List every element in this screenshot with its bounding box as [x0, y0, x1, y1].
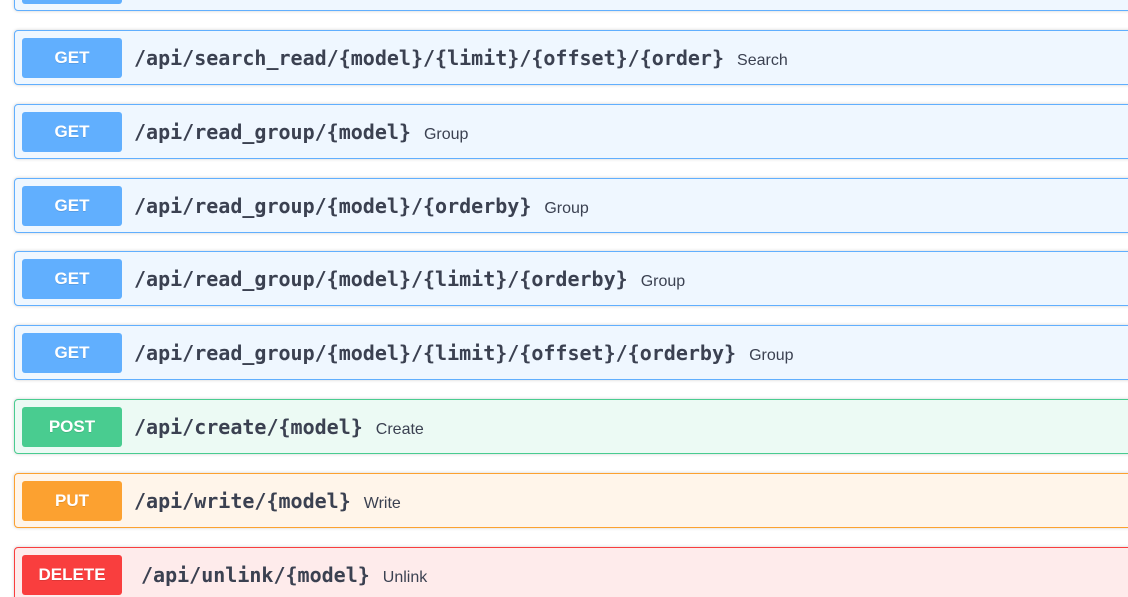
operation-path[interactable]: /api/unlink/{model}	[141, 563, 370, 587]
method-badge[interactable]	[22, 0, 122, 4]
operation-summary: Write	[363, 495, 401, 512]
operation-path[interactable]: /api/create/{model}	[134, 415, 363, 439]
operation-path-container[interactable]: /api/search_read/{model}/{limit}/{offset…	[134, 46, 788, 70]
method-badge-post[interactable]: POST	[22, 407, 122, 447]
method-badge-get[interactable]: GET	[22, 333, 122, 373]
operation-block-partial[interactable]	[14, 0, 1128, 11]
operation-summary: Group	[749, 347, 794, 364]
method-badge-delete[interactable]: DELETE	[22, 555, 122, 595]
method-badge-get[interactable]: GET	[22, 259, 122, 299]
operation-path-container[interactable]: /api/read_group/{model} Group	[134, 120, 468, 144]
operation-summary: Group	[640, 273, 686, 290]
operation-path[interactable]: /api/read_group/{model}/{orderby}	[134, 194, 532, 218]
operation-path[interactable]: /api/search_read/{model}/{limit}/{offset…	[134, 46, 725, 70]
operation-path-container[interactable]: /api/unlink/{model} Unlink	[141, 563, 427, 587]
operation-path-container[interactable]: /api/read_group/{model}/{orderby} Group	[134, 194, 589, 218]
operation-summary: Group	[544, 200, 589, 217]
operation-post[interactable]: POST/api/create/{model} Create	[14, 399, 1128, 454]
operation-summary: Create	[375, 421, 424, 438]
operation-path[interactable]: /api/write/{model}	[134, 489, 351, 513]
operation-summary: Search	[737, 52, 788, 69]
method-badge-get[interactable]: GET	[22, 186, 122, 226]
operation-summary: Unlink	[382, 569, 428, 586]
operation-path[interactable]: /api/read_group/{model}/{limit}/{orderby…	[134, 267, 628, 291]
operation-path-container[interactable]: /api/create/{model} Create	[134, 415, 424, 439]
operation-get[interactable]: GET/api/read_group/{model}/{orderby} Grou…	[14, 178, 1128, 233]
operation-summary: Group	[423, 126, 469, 143]
method-badge-put[interactable]: PUT	[22, 481, 122, 521]
operation-path-container[interactable]: /api/write/{model} Write	[134, 489, 401, 513]
operation-delete[interactable]: DELETE/api/unlink/{model} Unlink	[14, 547, 1128, 597]
operation-path[interactable]: /api/read_group/{model}	[134, 120, 411, 144]
operation-get[interactable]: GET/api/read_group/{model}/{limit}/{offs…	[14, 325, 1128, 380]
operation-path[interactable]: /api/read_group/{model}/{limit}/{offset}…	[134, 341, 737, 365]
method-badge-get[interactable]: GET	[22, 112, 122, 152]
operation-get[interactable]: GET/api/search_read/{model}/{limit}/{off…	[14, 30, 1128, 85]
operation-path-container[interactable]: /api/read_group/{model}/{limit}/{offset}…	[134, 341, 794, 365]
operation-get[interactable]: GET/api/read_group/{model} Group	[14, 104, 1128, 159]
operation-get[interactable]: GET/api/read_group/{model}/{limit}/{orde…	[14, 251, 1128, 306]
operation-path-container[interactable]: /api/read_group/{model}/{limit}/{orderby…	[134, 267, 685, 291]
method-badge-get[interactable]: GET	[22, 38, 122, 78]
operation-put[interactable]: PUT/api/write/{model} Write	[14, 473, 1128, 528]
